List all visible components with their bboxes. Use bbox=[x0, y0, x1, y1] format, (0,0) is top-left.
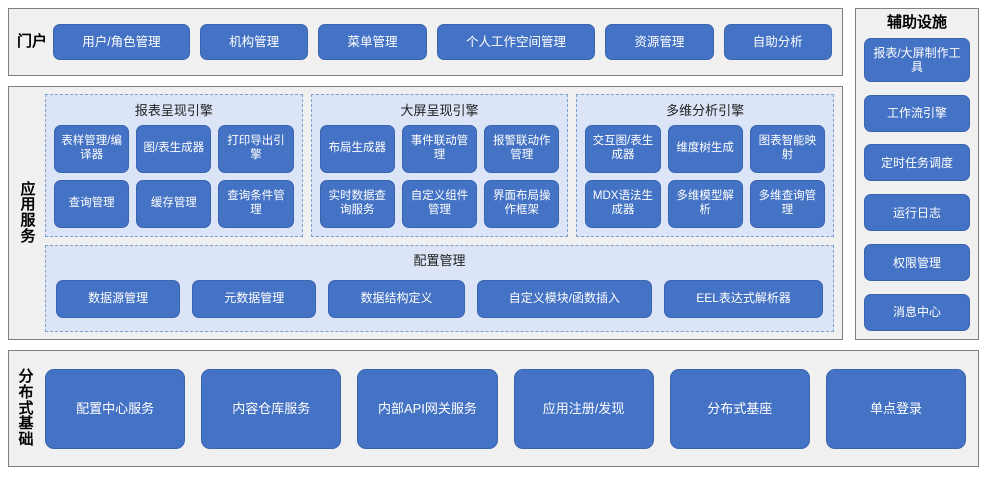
infra-item-application-registration-discovery[interactable]: 应用注册/发现 bbox=[513, 368, 654, 449]
report-engine-item-cache-management[interactable]: 缓存管理 bbox=[136, 180, 212, 228]
aux-item-workflow-engine[interactable]: 工作流引擎 bbox=[864, 94, 970, 132]
portal-band: 门户 用户/角色管理 机构管理 菜单管理 个人工作空间管理 资源管理 自助分析 bbox=[8, 8, 843, 76]
infra-item-distributed-base[interactable]: 分布式基座 bbox=[669, 368, 810, 449]
aux-item-permission-management[interactable]: 权限管理 bbox=[864, 244, 970, 282]
portal-band-label: 门户 bbox=[17, 33, 48, 51]
distributed-infrastructure-band-label: 分布式基础 bbox=[18, 368, 34, 449]
aux-item-message-center[interactable]: 消息中心 bbox=[864, 293, 970, 331]
report-engine-item-query-condition-management[interactable]: 查询条件管理 bbox=[218, 180, 294, 228]
report-engine-item-template-management-compiler[interactable]: 表样管理/编译器 bbox=[54, 125, 130, 173]
portal-item-personal-workspace-management[interactable]: 个人工作空间管理 bbox=[436, 24, 596, 60]
screen-engine-item-custom-component-management[interactable]: 自定义组件管理 bbox=[401, 180, 478, 228]
aux-item-report-dashboard-authoring-tool[interactable]: 报表/大屏制作工具 bbox=[864, 37, 970, 82]
engine-group-large-screen-rendering: 大屏呈现引擎 布局生成器 事件联动管理 报警联动作管理 实时数据查询服务 自定义… bbox=[310, 94, 569, 237]
engine-grid-multidimensional-analysis: 交互图/表生成器 维度树生成 图表智能映射 MDX语法生成器 多维模型解析 多维… bbox=[585, 125, 826, 228]
engine-title-multidimensional-analysis: 多维分析引擎 bbox=[666, 103, 745, 118]
screen-engine-item-realtime-data-query-service[interactable]: 实时数据查询服务 bbox=[319, 180, 395, 228]
engine-group-multidimensional-analysis: 多维分析引擎 交互图/表生成器 维度树生成 图表智能映射 MDX语法生成器 多维… bbox=[576, 94, 835, 237]
report-engine-item-query-management[interactable]: 查询管理 bbox=[54, 180, 130, 228]
engine-grid-large-screen-rendering: 布局生成器 事件联动管理 报警联动作管理 实时数据查询服务 自定义组件管理 界面… bbox=[319, 125, 560, 228]
portal-item-organization-management[interactable]: 机构管理 bbox=[199, 24, 309, 60]
distributed-infrastructure-row: 配置中心服务 内容仓库服务 内部API网关服务 应用注册/发现 分布式基座 单点… bbox=[45, 368, 967, 449]
portal-item-menu-management[interactable]: 菜单管理 bbox=[318, 24, 427, 60]
olap-engine-item-mdx-syntax-generator[interactable]: MDX语法生成器 bbox=[585, 180, 661, 228]
portal-button-row: 用户/角色管理 机构管理 菜单管理 个人工作空间管理 资源管理 自助分析 bbox=[53, 23, 832, 61]
auxiliary-facilities-list: 报表/大屏制作工具 工作流引擎 定时任务调度 运行日志 权限管理 消息中心 bbox=[864, 37, 970, 331]
portal-item-self-service-analysis[interactable]: 自助分析 bbox=[723, 24, 832, 60]
olap-engine-item-multidimensional-query-management[interactable]: 多维查询管理 bbox=[749, 180, 826, 228]
config-item-datasource-management[interactable]: 数据源管理 bbox=[56, 279, 181, 318]
report-engine-item-print-export-engine[interactable]: 打印导出引擎 bbox=[218, 125, 294, 173]
screen-engine-item-layout-generator[interactable]: 布局生成器 bbox=[319, 125, 395, 173]
aux-item-scheduled-task-scheduling[interactable]: 定时任务调度 bbox=[864, 144, 970, 182]
olap-engine-item-interactive-chart-table-generator[interactable]: 交互图/表生成器 bbox=[585, 125, 661, 173]
application-service-band: 应用服务 报表呈现引擎 表样管理/编译器 图/表生成器 打印导出引擎 查询管理 … bbox=[8, 86, 843, 340]
auxiliary-facilities-band: 辅助设施 报表/大屏制作工具 工作流引擎 定时任务调度 运行日志 权限管理 消息… bbox=[855, 8, 979, 340]
portal-item-user-role-management[interactable]: 用户/角色管理 bbox=[53, 24, 190, 60]
screen-engine-item-ui-layout-operation-framework[interactable]: 界面布局操作框架 bbox=[484, 180, 560, 228]
engine-title-large-screen-rendering: 大屏呈现引擎 bbox=[400, 103, 479, 118]
configuration-management-group: 配置管理 数据源管理 元数据管理 数据结构定义 自定义模块/函数插入 EEL表达… bbox=[45, 245, 834, 332]
infra-item-content-repository-service[interactable]: 内容仓库服务 bbox=[201, 368, 342, 449]
infra-item-internal-api-gateway-service[interactable]: 内部API网关服务 bbox=[357, 368, 498, 449]
application-service-content: 报表呈现引擎 表样管理/编译器 图/表生成器 打印导出引擎 查询管理 缓存管理 … bbox=[45, 94, 835, 332]
screen-engine-item-event-linkage-management[interactable]: 事件联动管理 bbox=[401, 125, 478, 173]
config-item-data-structure-definition[interactable]: 数据结构定义 bbox=[328, 279, 465, 318]
aux-item-runtime-log[interactable]: 运行日志 bbox=[864, 194, 970, 232]
engine-title-report-rendering: 报表呈现引擎 bbox=[134, 103, 213, 118]
infra-item-configuration-center-service[interactable]: 配置中心服务 bbox=[45, 368, 186, 449]
infra-item-single-sign-on[interactable]: 单点登录 bbox=[825, 368, 967, 449]
config-item-custom-module-function-insertion[interactable]: 自定义模块/函数插入 bbox=[476, 279, 653, 318]
screen-engine-item-alarm-linkage-action-management[interactable]: 报警联动作管理 bbox=[484, 125, 560, 173]
configuration-management-row: 数据源管理 元数据管理 数据结构定义 自定义模块/函数插入 EEL表达式解析器 bbox=[56, 274, 824, 323]
distributed-infrastructure-band: 分布式基础 配置中心服务 内容仓库服务 内部API网关服务 应用注册/发现 分布… bbox=[8, 350, 979, 467]
engine-grid-report-rendering: 表样管理/编译器 图/表生成器 打印导出引擎 查询管理 缓存管理 查询条件管理 bbox=[54, 125, 294, 228]
engine-group-report-rendering: 报表呈现引擎 表样管理/编译器 图/表生成器 打印导出引擎 查询管理 缓存管理 … bbox=[45, 94, 303, 237]
report-engine-item-chart-table-generator[interactable]: 图/表生成器 bbox=[136, 125, 212, 173]
olap-engine-item-chart-intelligent-mapping[interactable]: 图表智能映射 bbox=[749, 125, 826, 173]
portal-item-resource-management[interactable]: 资源管理 bbox=[605, 24, 714, 60]
configuration-management-title: 配置管理 bbox=[413, 253, 466, 268]
olap-engine-item-dimension-tree-generation[interactable]: 维度树生成 bbox=[667, 125, 743, 173]
config-item-eel-expression-parser[interactable]: EEL表达式解析器 bbox=[664, 279, 824, 318]
auxiliary-facilities-title: 辅助设施 bbox=[886, 14, 947, 31]
olap-engine-item-multidimensional-model-parsing[interactable]: 多维模型解析 bbox=[667, 180, 743, 228]
engines-row: 报表呈现引擎 表样管理/编译器 图/表生成器 打印导出引擎 查询管理 缓存管理 … bbox=[45, 94, 835, 237]
config-item-metadata-management[interactable]: 元数据管理 bbox=[192, 279, 317, 318]
application-service-band-label: 应用服务 bbox=[20, 180, 36, 245]
